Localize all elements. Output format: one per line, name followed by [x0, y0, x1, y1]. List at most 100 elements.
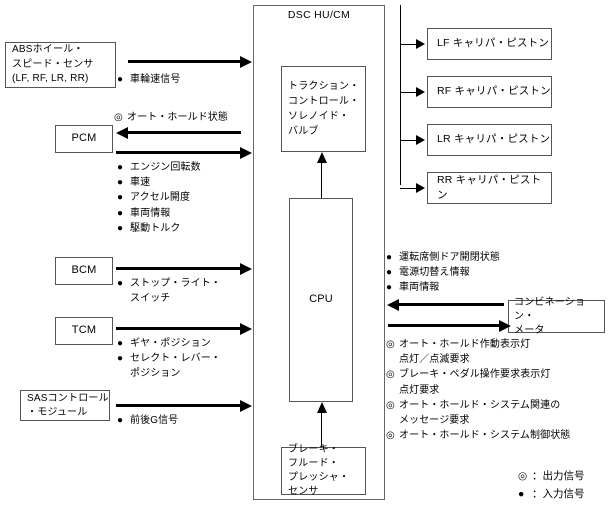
signal-label-line2: スイッチ	[130, 293, 171, 305]
bcm-to-dsc-signals: ● ストップ・ライト・ スイッチ	[117, 276, 221, 306]
signal-label-line2: 点灯要求	[399, 384, 440, 396]
sas-to-dsc-arrow	[116, 399, 252, 412]
input-signal-marker-icon: ●	[117, 74, 124, 85]
signal-label-line1: ストップ・ライト・	[130, 278, 221, 289]
dsc-to-pcm-arrow	[116, 126, 241, 139]
dsc-to-meter-arrow	[388, 319, 511, 332]
signal-row: ● 電源切替え情報	[386, 265, 500, 280]
lf-caliper-piston-box: LF キャリパ・ピストン	[427, 28, 552, 60]
lf-caliper-piston-label: LF キャリパ・ピストン	[437, 37, 550, 50]
signal-label: ギヤ・ポジション	[130, 338, 211, 349]
signal-row: ● 車速	[117, 175, 201, 190]
signal-row: ● 車輪速信号	[117, 72, 181, 87]
output-signal-marker-icon: ◎	[386, 369, 395, 381]
legend-input-label: ：入力信号	[532, 487, 585, 500]
legend-output-label: ：出力信号	[532, 470, 585, 482]
legend-row-input: ● ：入力信号	[518, 486, 585, 504]
input-signal-marker-icon: ●	[117, 162, 124, 173]
signal-label-line1: セレクト・レバー・	[130, 353, 221, 365]
arrow-head-up-icon	[316, 152, 327, 163]
output-signal-marker-icon: ◎	[518, 470, 528, 482]
input-signal-marker-icon: ●	[386, 267, 393, 279]
signal-row: ◎ ブレーキ・ペダル操作要求表示灯 点灯要求	[386, 367, 570, 397]
input-signal-marker-icon: ●	[117, 207, 124, 219]
signal-label: ブレーキ・ペダル操作要求表示灯 点灯要求	[399, 367, 551, 397]
lr-connector-line	[400, 140, 418, 141]
signal-row: ● 駆動トルク	[117, 221, 201, 236]
cpu-label: CPU	[309, 293, 333, 306]
input-signal-marker-icon: ●	[117, 177, 124, 189]
sensor-to-cpu-arrow	[316, 402, 327, 447]
arrow-head-right-icon	[240, 399, 252, 412]
signal-label: 運転席側ドア開閉状態	[399, 252, 500, 263]
signal-row: ● ギヤ・ポジション	[117, 336, 221, 351]
output-signal-marker-icon: ◎	[386, 339, 395, 350]
input-signal-marker-icon: ●	[117, 278, 124, 289]
signal-label: アクセル開度	[130, 192, 191, 204]
brake-fluid-pressure-sensor-label: ブレーキ・ フルード・ プレッシャ・ センサ	[288, 444, 350, 497]
tcm-to-dsc-signals: ● ギヤ・ポジション ● セレクト・レバー・ ポジション	[117, 336, 221, 382]
signal-row: ● セレクト・レバー・ ポジション	[117, 351, 221, 381]
signal-label-line1: オート・ホールド・システム関連の	[399, 399, 561, 411]
pcm-to-dsc-arrow	[116, 146, 252, 159]
abs-wheel-speed-sensor-box: ABSホイール・ スピード・センサ (LF, RF, LR, RR)	[5, 42, 116, 88]
signal-row: ● アクセル開度	[117, 190, 201, 205]
tcm-to-dsc-arrow	[116, 322, 252, 335]
signal-label-line1: ブレーキ・ペダル操作要求表示灯	[399, 369, 551, 381]
bcm-to-dsc-arrow	[116, 262, 252, 275]
signal-row: ● エンジン回転数	[117, 160, 201, 175]
abs-wheel-speed-sensor-label: ABSホイール・ スピード・センサ (LF, RF, LR, RR)	[12, 44, 94, 85]
signal-row: ● ストップ・ライト・ スイッチ	[117, 276, 221, 306]
sas-to-dsc-signals: ● 前後G信号	[117, 413, 178, 428]
signal-label: オート・ホールド・システム関連の メッセージ要求	[399, 398, 560, 428]
input-signal-marker-icon: ●	[518, 487, 525, 500]
tcm-label: TCM	[71, 324, 97, 337]
signal-label: 前後G信号	[130, 415, 179, 426]
output-signal-marker-icon: ◎	[386, 399, 395, 411]
signal-label: 車輪速信号	[130, 74, 181, 85]
signal-row: ● 車両情報	[386, 280, 500, 295]
signal-label-line2: 点灯／点滅要求	[399, 354, 470, 366]
signal-label: 車両情報	[399, 282, 440, 294]
signal-label-line2: ポジション	[130, 368, 181, 380]
signal-label: 車両情報	[130, 207, 171, 219]
rr-caliper-piston-box: RR キャリパ・ピストン	[427, 172, 552, 204]
signal-row: ◎ オート・ホールド作動表示灯 点灯／点滅要求	[386, 337, 570, 367]
lr-caliper-piston-box: LR キャリパ・ピストン	[427, 124, 552, 156]
input-signal-marker-icon: ●	[117, 222, 124, 234]
sas-control-module-label: SASコントロール ・モジュール	[27, 392, 109, 418]
signal-row: ◎ オート・ホールド・システム制御状態	[386, 428, 570, 443]
signal-label: セレクト・レバー・ ポジション	[130, 351, 221, 381]
signal-label: ストップ・ライト・ スイッチ	[130, 276, 221, 306]
arrow-head-right-icon	[240, 55, 252, 68]
legend: ◎ ：出力信号 ● ：入力信号	[518, 468, 585, 504]
arrow-head-right-icon	[499, 319, 511, 332]
signal-row: ● 運転席側ドア開閉状態	[386, 250, 500, 265]
arrow-head-right-icon	[416, 135, 425, 145]
combination-meter-label: コンビネーション・ メータ	[514, 296, 586, 336]
cpu-box: CPU	[289, 198, 353, 402]
arrow-head-left-icon	[116, 126, 128, 139]
signal-row: ◎ オート・ホールド状態	[114, 110, 228, 125]
lr-caliper-piston-label: LR キャリパ・ピストン	[437, 133, 551, 146]
input-signal-marker-icon: ●	[386, 282, 393, 294]
brake-fluid-pressure-sensor-box: ブレーキ・ フルード・ プレッシャ・ センサ	[281, 444, 366, 497]
signal-label: 電源切替え情報	[399, 267, 470, 279]
input-signal-marker-icon: ●	[117, 353, 124, 365]
pcm-to-dsc-signals: ● エンジン回転数 ● 車速 ● アクセル開度 ● 車両情報 ● 駆動トルク	[117, 160, 201, 236]
signal-label-line1: オート・ホールド作動表示灯	[399, 339, 531, 350]
abs-to-dsc-signals: ● 車輪速信号	[117, 72, 181, 87]
input-signal-marker-icon: ●	[117, 192, 124, 204]
arrow-head-right-icon	[416, 39, 425, 49]
signal-label-line2: メッセージ要求	[399, 414, 470, 426]
tcm-box: TCM	[55, 317, 113, 345]
pcm-box: PCM	[55, 125, 113, 153]
arrow-head-up-icon	[316, 402, 327, 413]
dsc-to-meter-signals: ◎ オート・ホールド作動表示灯 点灯／点滅要求 ◎ ブレーキ・ペダル操作要求表示…	[386, 337, 570, 443]
arrow-head-right-icon	[240, 322, 252, 335]
meter-to-dsc-arrow	[387, 298, 504, 311]
rr-caliper-piston-label: RR キャリパ・ピストン	[437, 173, 542, 201]
output-signal-marker-icon: ◎	[386, 430, 395, 442]
combination-meter-box: コンビネーション・ メータ	[508, 297, 605, 336]
signal-label: オート・ホールド状態	[127, 112, 228, 123]
